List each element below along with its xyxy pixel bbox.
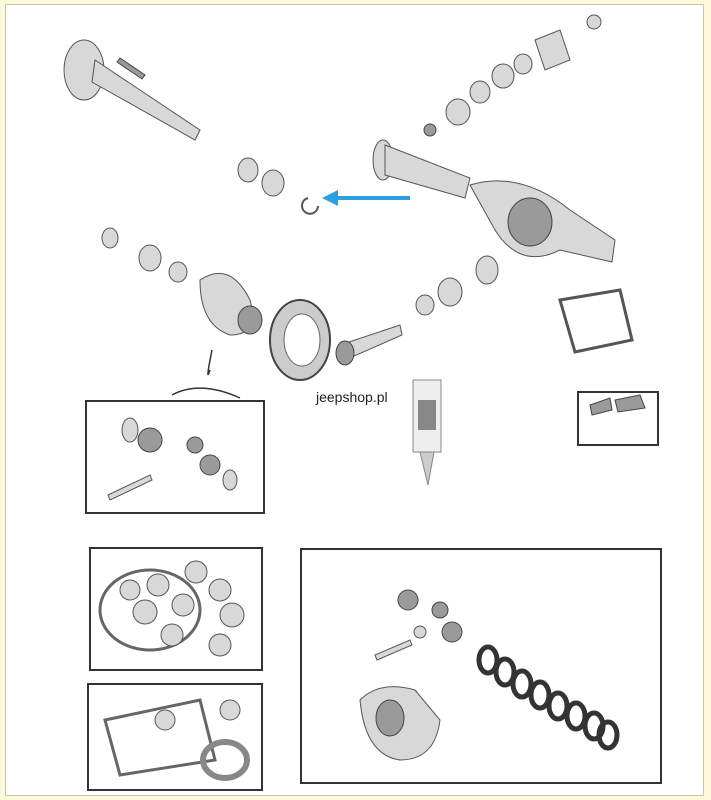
- limited-slip-kit: [359, 589, 620, 761]
- gasket-kit: [103, 698, 250, 781]
- pinion-bearings: [415, 255, 499, 316]
- callout-arrow: [171, 349, 241, 399]
- ring-gear: [269, 299, 331, 381]
- bearing-seal-kit-box: [89, 547, 263, 671]
- sealant-tube: [412, 379, 442, 486]
- axle-housing: [372, 139, 616, 263]
- spider-gear-kit-box: [85, 400, 265, 514]
- blue-arrow: [322, 190, 410, 206]
- spider-gears: [107, 417, 238, 501]
- yoke-straps: [589, 394, 646, 416]
- differential-case: [101, 227, 263, 336]
- pinion-yoke-parts: [423, 14, 602, 137]
- pinion-gear: [335, 324, 403, 366]
- bearing-set-upper: [237, 157, 319, 215]
- limited-slip-kit-box: [300, 548, 662, 784]
- watermark: jeepshop.pl: [316, 389, 388, 405]
- gasket-kit-box: [87, 683, 263, 791]
- yoke-strap-kit-box: [577, 391, 659, 446]
- axle-shaft: [63, 39, 201, 141]
- cover-gasket: [558, 288, 634, 354]
- wheel-stud: [116, 57, 146, 80]
- bearing-seal-kit: [98, 560, 245, 657]
